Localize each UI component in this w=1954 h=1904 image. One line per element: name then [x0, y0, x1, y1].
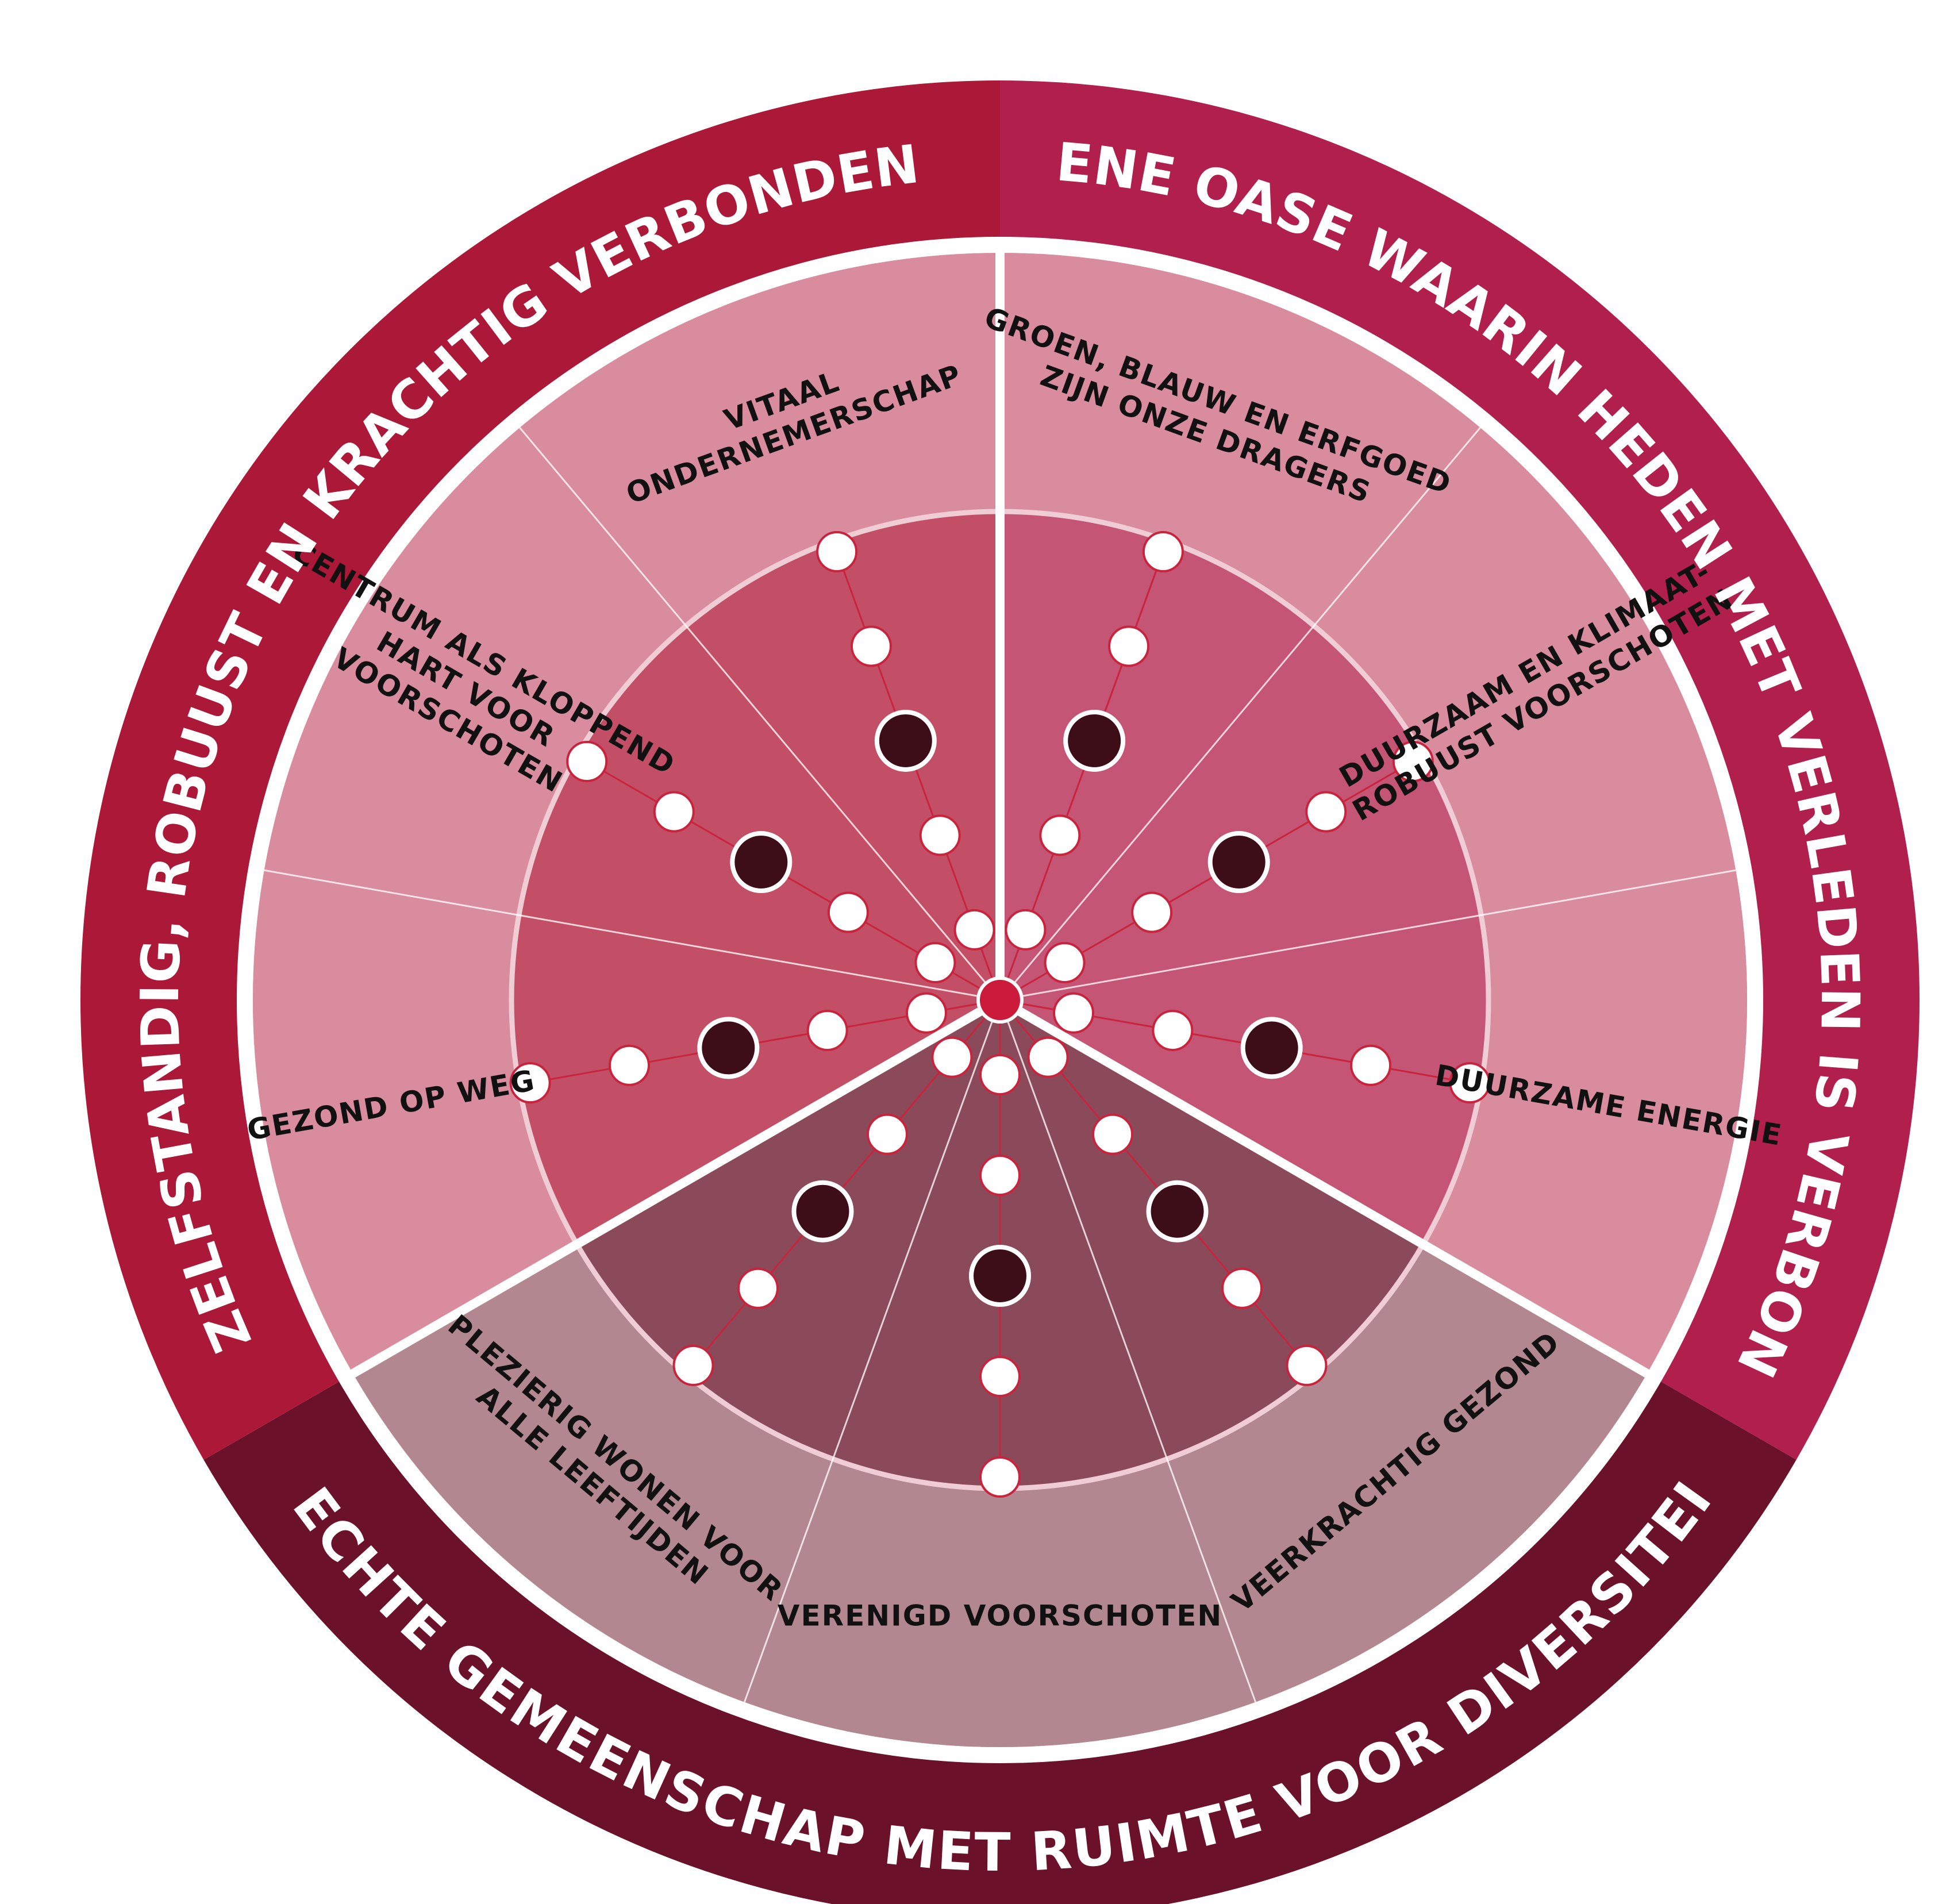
sector-divider — [999, 999, 1257, 1703]
scale-marker — [1092, 1113, 1134, 1155]
scale-marker — [1392, 741, 1434, 782]
sector-outer-6 — [252, 870, 577, 1374]
sector-inner-5 — [576, 1000, 1000, 1459]
scale-marker — [816, 531, 858, 573]
theme-ring-zelf — [80, 80, 1000, 1460]
sector-divider — [519, 427, 1001, 1001]
scale-marker — [1108, 625, 1150, 667]
sector-divider — [743, 999, 1001, 1703]
scale-marker — [566, 741, 608, 782]
current-level-marker — [1063, 709, 1126, 772]
current-level-marker — [1207, 831, 1270, 893]
sector-inner-8 — [686, 511, 1000, 1000]
scale-marker — [866, 1113, 908, 1155]
sector-outer-7 — [264, 428, 686, 916]
sector-inner-0 — [1000, 511, 1314, 1000]
scale-marker — [919, 814, 961, 856]
sector-outer-2 — [1423, 870, 1747, 1374]
sector-inner-6 — [511, 915, 1000, 1244]
scale-marker — [1286, 1344, 1328, 1386]
scale-marker — [1053, 992, 1095, 1034]
scale-marker — [1152, 1009, 1194, 1051]
sector-divider — [264, 869, 1001, 1001]
scale-marker — [1350, 1044, 1392, 1086]
scale-marker — [979, 1356, 1021, 1397]
sector-divider — [999, 427, 1481, 1001]
scale-marker — [827, 891, 869, 933]
scale-marker — [1221, 1267, 1263, 1309]
scale-marker — [1131, 891, 1173, 933]
current-level-marker — [697, 1017, 760, 1079]
scale-marker — [1005, 909, 1047, 951]
scale-marker — [850, 625, 892, 667]
scale-marker — [953, 909, 995, 951]
current-level-marker — [874, 709, 937, 772]
theme-divider — [345, 996, 1002, 1380]
sector-outer-5 — [353, 1244, 833, 1702]
scale-marker — [979, 1456, 1021, 1498]
scale-marker — [608, 1044, 650, 1086]
scale-marker — [979, 1054, 1021, 1095]
sector-divider — [999, 869, 1736, 1001]
sector-inner-1 — [1000, 625, 1482, 1000]
sector-inner-2 — [1000, 915, 1489, 1244]
scale-marker — [672, 1344, 714, 1386]
current-level-marker — [730, 831, 793, 893]
sector-inner-3 — [1000, 1000, 1424, 1459]
scale-marker — [905, 992, 947, 1034]
sector-outer-4 — [744, 1459, 1256, 1747]
scale-marker — [979, 1155, 1021, 1196]
ring-separator — [237, 237, 1763, 1763]
current-level-marker — [969, 1245, 1031, 1307]
current-level-marker — [1240, 1017, 1303, 1079]
sector-label-line: VERENIGD VOORSCHOTEN — [778, 1599, 1222, 1633]
scale-marker — [1449, 1062, 1491, 1104]
scale-marker — [1027, 1036, 1069, 1078]
current-level-marker — [1146, 1180, 1209, 1243]
sector-outer-8 — [520, 253, 1000, 626]
sector-inner-7 — [518, 625, 1000, 1000]
scale-marker — [931, 1036, 973, 1078]
sector-outer-3 — [1167, 1244, 1647, 1702]
scale-marker — [1142, 531, 1184, 573]
scale-marker — [914, 942, 956, 983]
scale-marker — [1044, 942, 1086, 983]
scale-marker — [1039, 814, 1081, 856]
scale-marker — [653, 791, 695, 833]
scale-marker — [737, 1267, 779, 1309]
scale-marker — [509, 1062, 551, 1104]
sector-label-4: VERENIGD VOORSCHOTEN — [778, 1599, 1222, 1633]
center-dot — [976, 976, 1024, 1024]
scale-marker — [806, 1009, 848, 1051]
theme-divider — [997, 996, 1655, 1380]
sector-outer-1 — [1314, 428, 1736, 916]
scale-marker — [1305, 791, 1347, 833]
theme-ring-groen — [1000, 80, 1920, 1460]
current-level-marker — [791, 1180, 854, 1243]
theme-ring-hecht — [203, 1374, 1797, 1904]
sector-outer-0 — [1000, 253, 1480, 626]
